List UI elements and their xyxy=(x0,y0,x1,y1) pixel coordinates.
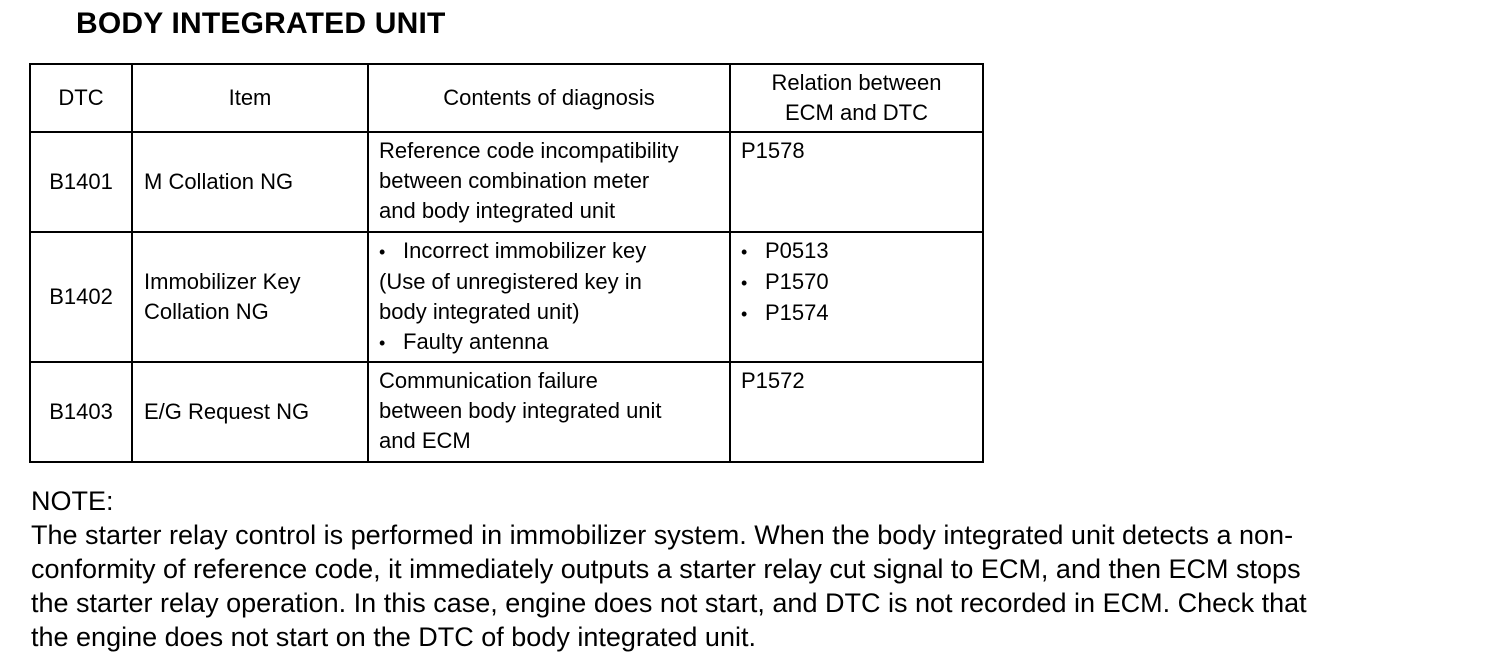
table-header-row: DTC Item Contents of diagnosis Relation … xyxy=(29,63,984,133)
table-row: B1401 M Collation NG Reference code inco… xyxy=(29,131,984,233)
relation-code: P1578 xyxy=(741,138,805,163)
bullet-icon: • xyxy=(379,242,386,262)
contents-cell: Reference code incompatibility between c… xyxy=(367,131,731,233)
contents-line: body integrated unit) xyxy=(379,299,580,324)
item-line: M Collation NG xyxy=(144,169,294,194)
bullet-item: • Faulty antenna xyxy=(379,327,719,358)
bullet-icon: • xyxy=(741,304,748,324)
header-relation: Relation between ECM and DTC xyxy=(729,63,984,133)
contents-line: between combination meter xyxy=(379,168,650,193)
contents-cell: • Incorrect immobilizer key (Use of unreg… xyxy=(367,231,731,363)
header-dtc: DTC xyxy=(29,63,133,133)
header-relation-line: Relation between xyxy=(771,70,942,95)
note-line: The starter relay control is performed i… xyxy=(31,520,1294,550)
dtc-code-cell: B1401 xyxy=(29,131,133,233)
relation-bullet-item: • P1570 xyxy=(741,267,972,298)
relation-bullet-item: • P0513 xyxy=(741,236,972,267)
relation-cell: P1578 xyxy=(729,131,984,233)
item-cell: Immobilizer Key Collation NG xyxy=(131,231,369,363)
item-cell: E/G Request NG xyxy=(131,361,369,463)
note-line: the starter relay operation. In this cas… xyxy=(31,588,1307,618)
bullet-text: Faulty antenna xyxy=(403,329,549,354)
header-relation-line: ECM and DTC xyxy=(784,100,929,125)
relation-code: P1572 xyxy=(741,368,805,393)
contents-line: and ECM xyxy=(379,428,471,453)
item-cell: M Collation NG xyxy=(131,131,369,233)
dtc-table: DTC Item Contents of diagnosis Relation … xyxy=(29,63,984,463)
contents-line: between body integrated unit xyxy=(379,398,662,423)
header-contents: Contents of diagnosis xyxy=(367,63,731,133)
relation-cell: • P0513 • P1570 • P1574 xyxy=(729,231,984,363)
item-line: Collation NG xyxy=(144,299,269,324)
item-line: E/G Request NG xyxy=(144,399,310,424)
bullet-text: Incorrect immobilizer key xyxy=(403,238,647,263)
dtc-code-cell: B1402 xyxy=(29,231,133,363)
bullet-icon: • xyxy=(379,333,386,353)
relation-code: P1574 xyxy=(765,300,829,325)
relation-code: P0513 xyxy=(765,238,829,263)
note-line: the engine does not start on the DTC of … xyxy=(31,622,756,652)
relation-cell: P1572 xyxy=(729,361,984,463)
item-line: Immobilizer Key xyxy=(144,269,301,294)
note-line: conformity of reference code, it immedia… xyxy=(31,554,1301,584)
relation-bullet-item: • P1574 xyxy=(741,298,972,329)
page-title: BODY INTEGRATED UNIT xyxy=(76,7,446,40)
bullet-icon: • xyxy=(741,242,748,262)
dtc-code-cell: B1403 xyxy=(29,361,133,463)
note-text: The starter relay control is performed i… xyxy=(31,518,1481,654)
relation-code: P1570 xyxy=(765,269,829,294)
contents-cell: Communication failure between body integ… xyxy=(367,361,731,463)
bullet-icon: • xyxy=(741,273,748,293)
contents-line: (Use of unregistered key in xyxy=(379,269,642,294)
contents-line: Reference code incompatibility xyxy=(379,138,679,163)
contents-line: Communication failure xyxy=(379,368,598,393)
note-label: NOTE: xyxy=(31,486,114,516)
header-item: Item xyxy=(131,63,369,133)
table-row: B1403 E/G Request NG Communication failu… xyxy=(29,361,984,463)
contents-line: and body integrated unit xyxy=(379,198,616,223)
table-row: B1402 Immobilizer Key Collation NG • Inco… xyxy=(29,231,984,363)
bullet-item: • Incorrect immobilizer key xyxy=(379,236,719,267)
